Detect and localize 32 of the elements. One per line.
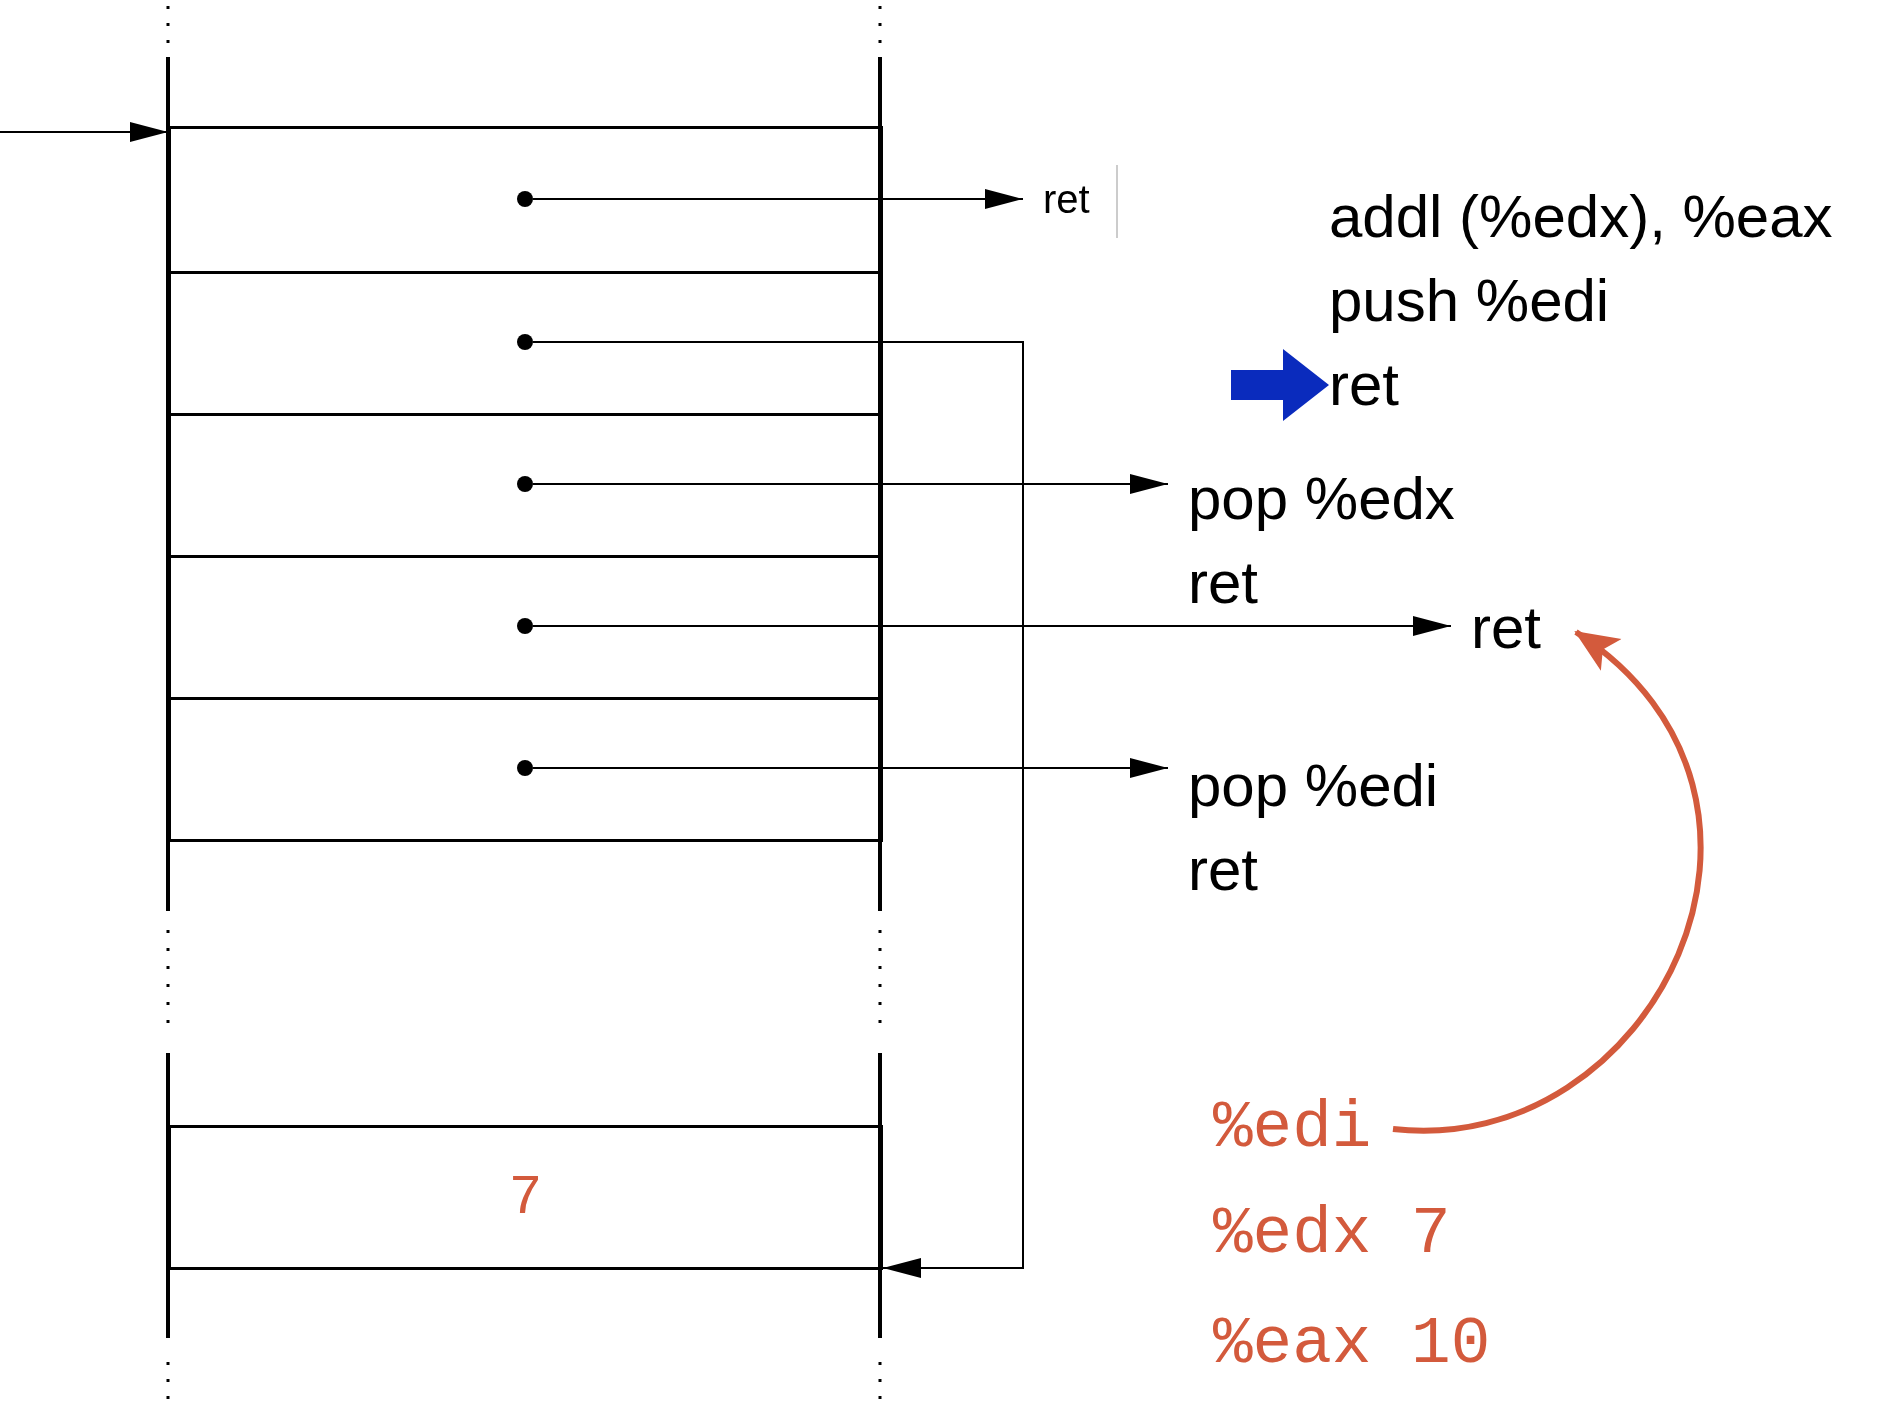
stack-slot	[168, 697, 883, 842]
arrow	[532, 758, 1169, 778]
stack-slot	[168, 413, 883, 558]
instruction-text: pop %edi	[1188, 751, 1439, 821]
instruction-text: ret	[1043, 176, 1090, 223]
block-arrow	[1231, 349, 1329, 421]
instruction-text: ret	[1188, 548, 1259, 618]
arrow	[1393, 629, 1704, 1132]
pointer-dot	[517, 618, 533, 634]
register-text: %edi	[1213, 1096, 1372, 1162]
instruction-text: push %edi	[1329, 266, 1610, 336]
instruction-text: ret	[1471, 593, 1542, 663]
instruction-text: addl (%edx), %eax	[1329, 182, 1833, 252]
stack-slot	[168, 271, 883, 416]
pointer-dot	[517, 334, 533, 350]
pointer-dot	[517, 191, 533, 207]
instruction-text: ret	[1329, 350, 1400, 420]
register-text: %edx 7	[1213, 1202, 1451, 1268]
slot-value: 7	[508, 1167, 543, 1228]
stack-slot	[168, 555, 883, 700]
pointer-dot	[517, 760, 533, 776]
arrow	[532, 474, 1169, 494]
arrow	[0, 122, 169, 142]
arrow	[532, 341, 1024, 1278]
register-text: %eax 10	[1213, 1312, 1491, 1378]
instruction-text: ret	[1188, 835, 1259, 905]
stack-slot	[168, 1125, 883, 1270]
pointer-dot	[517, 476, 533, 492]
stack-slot	[168, 126, 883, 274]
arrow	[532, 616, 1452, 636]
instruction-text: pop %edx	[1188, 464, 1455, 534]
arrow	[532, 189, 1024, 209]
